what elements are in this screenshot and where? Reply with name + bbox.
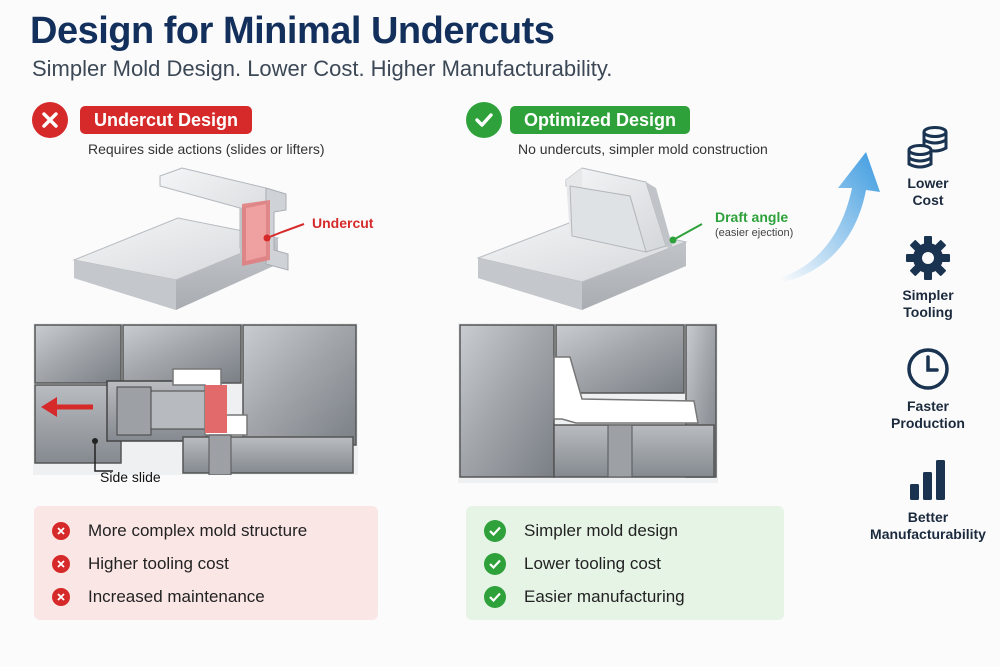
benefit-line2: Cost [912,192,944,208]
benefit-line1: Simpler [902,287,954,303]
gear-icon [906,236,950,280]
con-text: Increased maintenance [88,586,265,606]
error-badge-icon [32,102,68,138]
undercut-mold-section [33,323,358,475]
check-circle-icon [484,519,506,542]
optimized-mold-section [458,323,718,483]
optimized-badge: Optimized Design [510,106,691,134]
cons-panel: More complex mold structure Higher tooli… [34,506,378,620]
check-circle-icon [484,552,506,575]
x-circle-icon [52,554,70,573]
draft-angle-callout: Draft angle [715,209,789,225]
benefit-line2: Manufacturability [870,526,986,542]
pros-panel: Simpler mold design Lower tooling cost E… [466,506,784,620]
undercut-badge: Undercut Design [80,106,253,134]
x-circle-icon [52,587,70,606]
x-circle-icon [52,521,70,540]
page-title: Design for Minimal Undercuts [30,10,555,52]
optimized-part-illustration [476,167,703,310]
benefit-line1: Faster [906,398,950,414]
bar-chart-icon [910,460,945,500]
benefit-faster-production: Faster Production [868,345,988,432]
clock-icon [907,348,949,390]
con-text: Higher tooling cost [88,553,229,573]
benefit-line1: Lower [907,175,949,191]
pro-text: Lower tooling cost [524,553,662,573]
undercut-callout: Undercut [312,215,374,231]
list-item: Increased maintenance [52,580,378,613]
list-item: Higher tooling cost [52,547,378,580]
benefit-line1: Better [907,509,949,525]
benefit-line2: Tooling [903,304,953,320]
con-text: More complex mold structure [88,520,308,540]
optimized-description: No undercuts, simpler mold construction [518,141,768,157]
upward-trend-arrow-icon [780,152,880,282]
pro-text: Easier manufacturing [524,586,685,606]
benefit-simpler-tooling: Simpler Tooling [868,234,988,321]
list-item: Simpler mold design [484,514,784,547]
pro-text: Simpler mold design [524,520,679,540]
benefit-line2: Production [891,415,965,431]
draft-angle-note: (easier ejection) [715,227,794,239]
coins-icon [907,126,948,169]
undercut-part-illustration [72,167,305,310]
undercut-description: Requires side actions (slides or lifters… [88,141,325,157]
benefit-better-manufacturability: Better Manufacturability [868,456,988,543]
benefit-lower-cost: Lower Cost [868,124,988,209]
page-subtitle: Simpler Mold Design. Lower Cost. Higher … [32,56,613,81]
list-item: Lower tooling cost [484,547,784,580]
check-circle-icon [484,585,506,608]
check-badge-icon [466,102,502,138]
list-item: Easier manufacturing [484,580,784,613]
list-item: More complex mold structure [52,514,378,547]
side-slide-label: Side slide [100,469,161,485]
